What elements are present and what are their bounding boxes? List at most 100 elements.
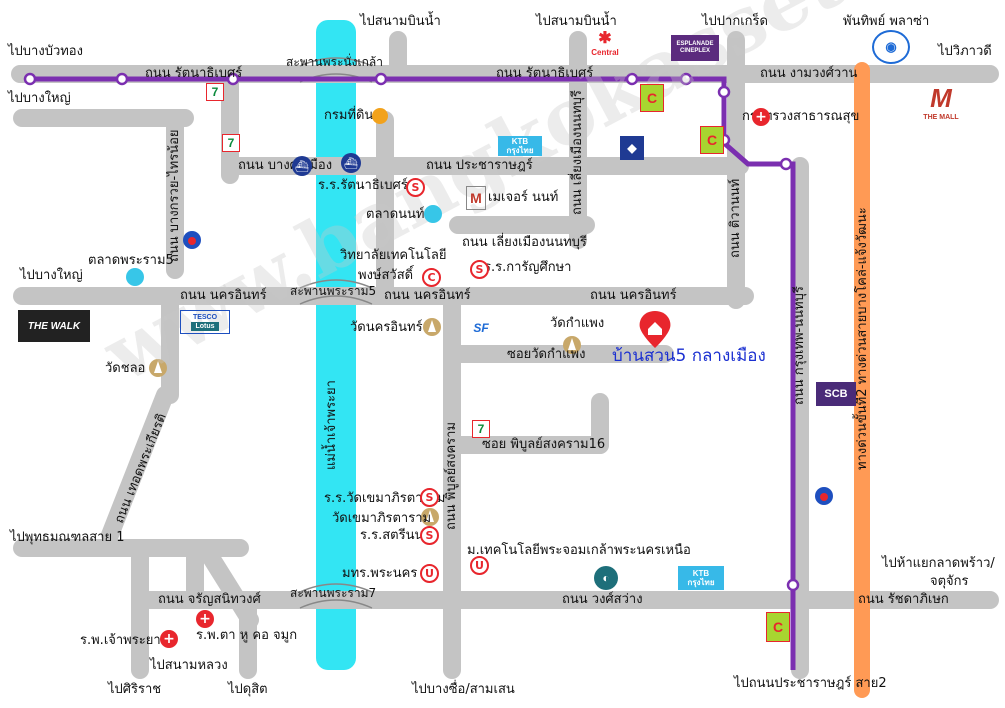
bank-logo: ◐ — [594, 566, 618, 590]
dir-sanambinnam-1: ไปสนามบินน้ำ — [360, 14, 441, 29]
place-major-nonthaburi: เมเจอร์ นนท์ — [488, 190, 559, 205]
place-college-tech: วิทยาลัยเทคโนโลยี — [340, 248, 447, 263]
market-icon — [424, 205, 442, 223]
dir-dusit: ไปดุสิต — [228, 682, 268, 697]
dir-chatuchak: จตุจักร — [930, 574, 969, 589]
place-rr-khema: ร.ร.วัดเขมาภิรตาราม — [324, 491, 446, 506]
purple-line-stations — [23, 72, 800, 592]
bridge-phranangklao: สะพานพระนั่งเกล้า — [286, 55, 383, 69]
road-nakhonin-e: ถนน นครอินทร์ — [590, 288, 677, 303]
dir-pracharat2: ไปถนนประชาราษฎร์ สาย2 — [734, 676, 887, 691]
hospital-icon: + — [160, 630, 178, 648]
major-logo: M — [466, 186, 486, 210]
krom-thidin-icon — [372, 108, 388, 124]
dir-vibhavadi: ไปวิภาวดี — [938, 44, 992, 59]
bigc-logo: C — [766, 612, 790, 642]
place-wat-nakhonin: วัดนครอินทร์ — [350, 320, 423, 335]
place-talat-phra-ram5: ตลาดพระราม5 — [88, 253, 174, 268]
road-wongsawang: ถนน วงศ์สว่าง — [562, 592, 643, 607]
the-walk-logo: THE WALK — [18, 310, 90, 342]
pier-icon: ⛴ — [292, 156, 312, 176]
dir-bangyai-mid: ไปบางใหญ่ — [20, 268, 83, 283]
place-rmutp: ม.เทคโนโลยีพระจอมเกล้าพระนครเหนือ — [467, 543, 691, 558]
place-wat-khema: วัดเขมาภิรตาราม — [332, 511, 432, 526]
road-bangsimuang: ถนน บางศรีเมือง — [238, 158, 333, 173]
pier-icon: ⛴ — [341, 153, 361, 173]
destination-pin[interactable] — [639, 311, 671, 348]
road-pracharat: ถนน ประชาราษฎร์ — [426, 158, 533, 173]
seven-eleven-icon: 7 — [222, 134, 240, 152]
place-wat-chalo: วัดชลอ — [105, 361, 146, 376]
school-icon: S — [406, 178, 425, 197]
place-rr-karansueksa: ร.ร.การัญศึกษา — [484, 260, 572, 275]
road-charansanitwong: ถนน จรัญสนิทวงศ์ — [158, 592, 261, 607]
dir-bangsue: ไปบางซื่อ/สามเสน — [412, 682, 515, 697]
place-pongsawadi: พงษ์สวัสดิ์ — [358, 268, 414, 283]
road-nakhonin-w: ถนน นครอินทร์ — [180, 288, 267, 303]
phanthip-logo: ◉ — [872, 30, 910, 64]
place-krom-thidin: กรมที่ดิน — [324, 108, 374, 123]
seven-eleven-icon: 7 — [206, 83, 224, 101]
place-talat-nonthaburi: ตลาดนนท์ — [366, 207, 425, 222]
road-soi-phibunsongkhram16: ซอย พิบูลย์สงคราม16 — [482, 437, 606, 452]
sf-logo: SF — [473, 321, 489, 335]
dir-siriraj: ไปศิริราช — [108, 682, 162, 697]
market-icon — [126, 268, 144, 286]
dir-phutthamonthon: ไปพุทธมณฑลสาย 1 — [10, 530, 125, 545]
hospital-icon: + — [196, 610, 214, 628]
school-icon: S — [420, 526, 439, 545]
road-ngamwongwan: ถนน งามวงศ์วาน — [760, 66, 858, 81]
road-bangkruai: ถนน บางกรวย-ไทรน้อย — [167, 129, 182, 262]
road-nakhonin-m: ถนน นครอินทร์ — [384, 288, 471, 303]
road-liangmuang-vertical: ถนน เลี่ยงเมืองนนทบุรี — [570, 90, 585, 215]
place-wat-kamphaeng: วัดกำแพง — [550, 316, 605, 331]
place-rp-ent: ร.พ.ตา หู คอ จมูก — [196, 628, 298, 643]
road-tiwanon: ถนน ติวานนท์ — [728, 178, 743, 258]
expressway-label: ทางด่วนขั้นที่2 ทางด่วนสายบางโคล่-แจ้งวั… — [855, 207, 870, 470]
dir-bangyai-top: ไปบางใหญ่ — [8, 91, 71, 106]
dir-bangbuathong: ไปบางบัวทอง — [8, 44, 83, 59]
destination-label[interactable]: บ้านสวน5 กลางเมือง — [612, 346, 766, 366]
place-rr-rattanathibet: ร.ร.รัตนาธิเบศร์ — [318, 178, 408, 193]
bigc-logo: C — [700, 126, 724, 154]
hospital-icon: + — [752, 108, 770, 126]
road-soi-watkamphaeng: ซอยวัดกำแพง — [507, 347, 586, 362]
bank-logo: ◆ — [620, 136, 644, 160]
seven-eleven-icon: 7 — [472, 420, 490, 438]
chao-phraya-river — [316, 20, 356, 670]
school-icon: S — [420, 488, 439, 507]
gas-station-icons — [183, 231, 833, 505]
temple-icons — [149, 318, 581, 526]
dir-sanambinnam-2: ไปสนามบินน้ำ — [536, 14, 617, 29]
road-network — [11, 31, 999, 679]
dir-ladprao: ไปห้าแยกลาดพร้าว/ — [882, 556, 995, 571]
scb-logo: SCB — [816, 382, 856, 406]
purple-line-mrt — [28, 76, 796, 670]
university-icon: U — [470, 556, 489, 575]
store-icon: C — [422, 268, 441, 287]
road-phibunsongkhram: ถนน พิบูลย์สงคราม — [444, 421, 459, 530]
road-ratchadaphisek: ถนน รัชดาภิเษก — [858, 592, 949, 607]
bridge-rama7: สะพานพระราม7 — [290, 586, 377, 600]
road-rattanathibet-w: ถนน รัตนาธิเบศร์ — [145, 66, 243, 81]
central-logo: ✱Central — [591, 29, 619, 57]
place-rp-chaophraya: ร.พ.เจ้าพระยา — [80, 633, 161, 648]
dir-pakkret: ไปปากเกร็ด — [702, 14, 768, 29]
place-moph: กระทรวงสาธารณสุข — [742, 109, 860, 124]
place-rmutp-campus: มทร.พระนคร — [342, 566, 418, 581]
road-rattanathibet-e: ถนน รัตนาธิเบศร์ — [496, 66, 594, 81]
road-liangmuang-horizontal: ถนน เลี่ยงเมืองนนทบุรี — [462, 235, 587, 250]
university-icon: U — [420, 564, 439, 583]
river-label: แม่น้ำเจ้าพระยา — [324, 380, 339, 470]
school-icon: S — [470, 260, 489, 279]
road-krungthep-nonthaburi: ถนน กรุงเทพ-นนทบุรี — [792, 286, 807, 405]
place-rr-satri: ร.ร.สตรีนนท์ — [360, 528, 432, 543]
bridge-rama5: สะพานพระราม5 — [290, 284, 377, 298]
dir-sanamluang: ไปสนามหลวง — [150, 658, 228, 673]
